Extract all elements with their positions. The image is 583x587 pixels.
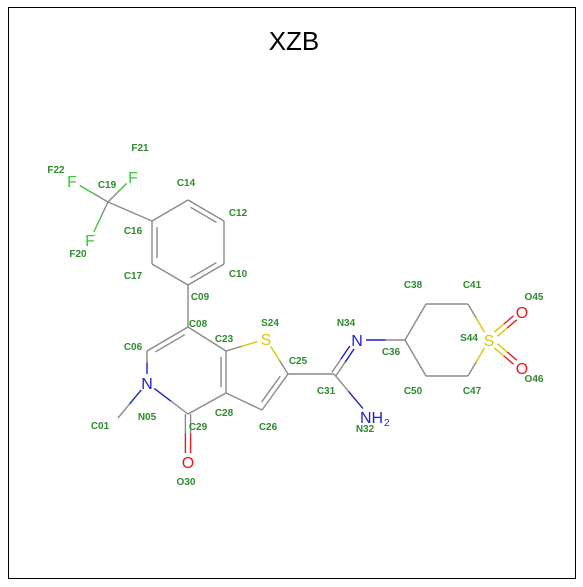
atom-label-n05: N05 bbox=[138, 412, 157, 423]
element-symbol-f22: F bbox=[67, 174, 77, 191]
bond-c31-n32 bbox=[333, 373, 364, 410]
atom-label-s44: S44 bbox=[460, 333, 478, 344]
atom-label-c16: C16 bbox=[124, 226, 143, 237]
atom-label-c01: C01 bbox=[91, 421, 110, 432]
bond-c36-c38 bbox=[404, 303, 427, 341]
bond-c26-c28 bbox=[225, 392, 263, 411]
atom-label-n32: N32 bbox=[356, 424, 375, 435]
atom-label-c47: C47 bbox=[463, 386, 482, 397]
atom-label-o30: O30 bbox=[177, 477, 196, 488]
atom-label-c14: C14 bbox=[177, 178, 196, 189]
atom-label-c09: C09 bbox=[191, 292, 210, 303]
element-symbol-o45: O bbox=[516, 305, 528, 322]
bond-c31-n34-second bbox=[331, 345, 351, 373]
bond-s44-o46 bbox=[493, 347, 514, 365]
element-symbol-n32: NH bbox=[360, 410, 383, 427]
element-symbol-s44: S bbox=[484, 333, 495, 350]
bond-c14-c16 bbox=[151, 199, 189, 222]
bond-c16-c19 bbox=[107, 201, 153, 222]
atom-label-c17: C17 bbox=[124, 271, 143, 282]
element-subscript-n32: 2 bbox=[384, 418, 390, 429]
element-symbol-n05: N bbox=[141, 376, 153, 393]
atom-label-c50: C50 bbox=[404, 386, 423, 397]
atom-label-c38: C38 bbox=[404, 280, 423, 291]
atom-label-c12: C12 bbox=[229, 208, 248, 219]
bond-c06-c08-inner bbox=[154, 334, 186, 353]
atom-label-c10: C10 bbox=[229, 269, 248, 280]
atom-label-c26: C26 bbox=[259, 422, 278, 433]
bond-c19-f22 bbox=[79, 184, 109, 203]
element-symbol-f20: F bbox=[85, 233, 95, 250]
element-symbol-s24: S bbox=[261, 332, 272, 349]
bond-c08-c23 bbox=[187, 326, 227, 352]
bond-c01-n05 bbox=[117, 389, 142, 419]
atom-label-o46: O46 bbox=[525, 374, 544, 385]
atom-label-n34: N34 bbox=[337, 318, 356, 329]
bond-c25-c26-inner bbox=[261, 375, 281, 403]
atom-label-c41: C41 bbox=[463, 280, 482, 291]
bond-c50-c36 bbox=[404, 339, 427, 377]
bond-c12-c14 bbox=[187, 199, 225, 222]
atom-label-f22: F22 bbox=[47, 165, 65, 176]
diagram-title: XZB bbox=[269, 26, 320, 56]
atom-label-c28: C28 bbox=[215, 408, 234, 419]
bond-c06-c08 bbox=[146, 326, 189, 352]
bond-c19-f21 bbox=[107, 182, 128, 203]
bond-c29-n05 bbox=[153, 387, 189, 415]
atom-label-c36: C36 bbox=[382, 347, 401, 358]
bond-c09-c10 bbox=[187, 263, 225, 286]
atom-label-f20: F20 bbox=[69, 249, 87, 260]
bond-c09-c10-inner bbox=[190, 262, 217, 279]
atom-label-c25: C25 bbox=[289, 356, 308, 367]
element-symbol-o46: O bbox=[516, 361, 528, 378]
bond-c12-c14-inner bbox=[190, 206, 217, 223]
bond-s44-o46-second bbox=[497, 343, 518, 361]
bond-c23-s24 bbox=[225, 340, 258, 352]
atom-label-c23: C23 bbox=[215, 334, 234, 345]
element-symbol-n34: N bbox=[351, 333, 363, 350]
bond-s44-o45 bbox=[497, 319, 518, 337]
bond-c31-n34 bbox=[335, 348, 355, 376]
bond-s24-c25 bbox=[270, 346, 289, 375]
bond-layer bbox=[79, 182, 518, 453]
atom-label-s24: S24 bbox=[261, 318, 279, 329]
bond-c19-f20 bbox=[93, 201, 109, 233]
diagram-frame bbox=[8, 7, 576, 579]
element-symbol-o30: O bbox=[182, 455, 194, 472]
bond-c17-c09 bbox=[151, 263, 189, 286]
atom-label-c19: C19 bbox=[98, 180, 117, 191]
atom-label-c31: C31 bbox=[317, 386, 336, 397]
atom-label-f21: F21 bbox=[131, 143, 149, 154]
element-symbol-f21: F bbox=[128, 170, 138, 187]
bond-s44-c47 bbox=[467, 347, 486, 377]
bond-c25-c26 bbox=[261, 373, 289, 411]
atom-label-c08: C08 bbox=[189, 319, 208, 330]
atom-label-c29: C29 bbox=[189, 422, 208, 433]
atom-label-c06: C06 bbox=[124, 342, 143, 353]
atom-label-o45: O45 bbox=[525, 292, 544, 303]
bond-s44-o45-second bbox=[493, 315, 514, 333]
bond-c41-s44 bbox=[467, 303, 486, 333]
bond-c28-c29 bbox=[187, 392, 227, 415]
